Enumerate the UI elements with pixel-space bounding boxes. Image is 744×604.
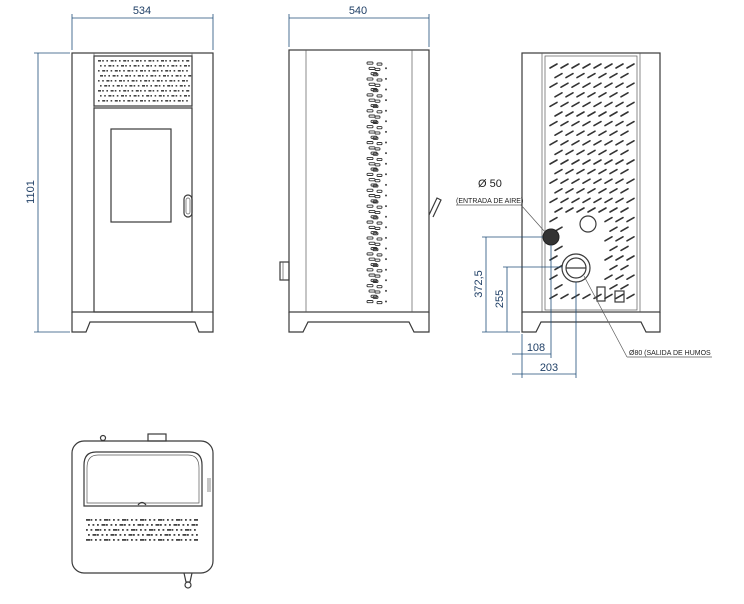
door-handle	[183, 194, 193, 218]
top-foot	[183, 572, 193, 583]
rear-switch	[614, 290, 625, 303]
front-grille-panel	[93, 55, 193, 107]
rear-view: Ø 50 (ENTRADA DE AIRE) Ø80 (SALIDA DE HU…	[456, 52, 712, 378]
side-view: 540	[279, 5, 442, 333]
dim-air-inlet-height: 372,5	[473, 270, 485, 298]
side-connector	[279, 261, 290, 281]
dim-flue-offset: 203	[540, 362, 558, 374]
air-inlet-label: (ENTRADA DE AIRE)	[456, 198, 523, 205]
side-base	[288, 312, 430, 333]
front-view: 534 1101	[25, 5, 214, 333]
door-glass	[110, 128, 172, 223]
rear-port	[579, 215, 597, 233]
side-handle	[428, 197, 442, 218]
air-inlet-pipe	[542, 228, 560, 246]
side-grille	[366, 61, 387, 305]
top-view	[71, 433, 214, 589]
dim-height: 1101	[25, 180, 37, 204]
dim-front-width: 534	[133, 5, 151, 17]
top-flue-stub	[147, 433, 167, 442]
front-grille	[98, 60, 192, 102]
lid-latch	[137, 501, 147, 506]
rear-body	[521, 52, 661, 313]
front-base	[71, 312, 214, 333]
rear-louvres	[549, 63, 635, 300]
top-lid	[83, 451, 203, 507]
air-inlet-diameter: Ø 50	[478, 178, 502, 190]
side-body	[288, 49, 430, 313]
rear-base	[521, 312, 661, 333]
dim-flue-height: 255	[494, 290, 506, 308]
front-door	[93, 107, 193, 313]
dim-side-width: 540	[349, 5, 367, 17]
dim-air-inlet-offset: 108	[527, 342, 545, 354]
top-knob	[99, 434, 107, 442]
top-grille	[86, 519, 198, 541]
rear-panel	[544, 55, 638, 311]
power-socket	[596, 286, 606, 302]
flue-outlet-label: Ø80 (SALIDA DE HUMOS	[629, 350, 711, 357]
top-body	[71, 440, 214, 574]
